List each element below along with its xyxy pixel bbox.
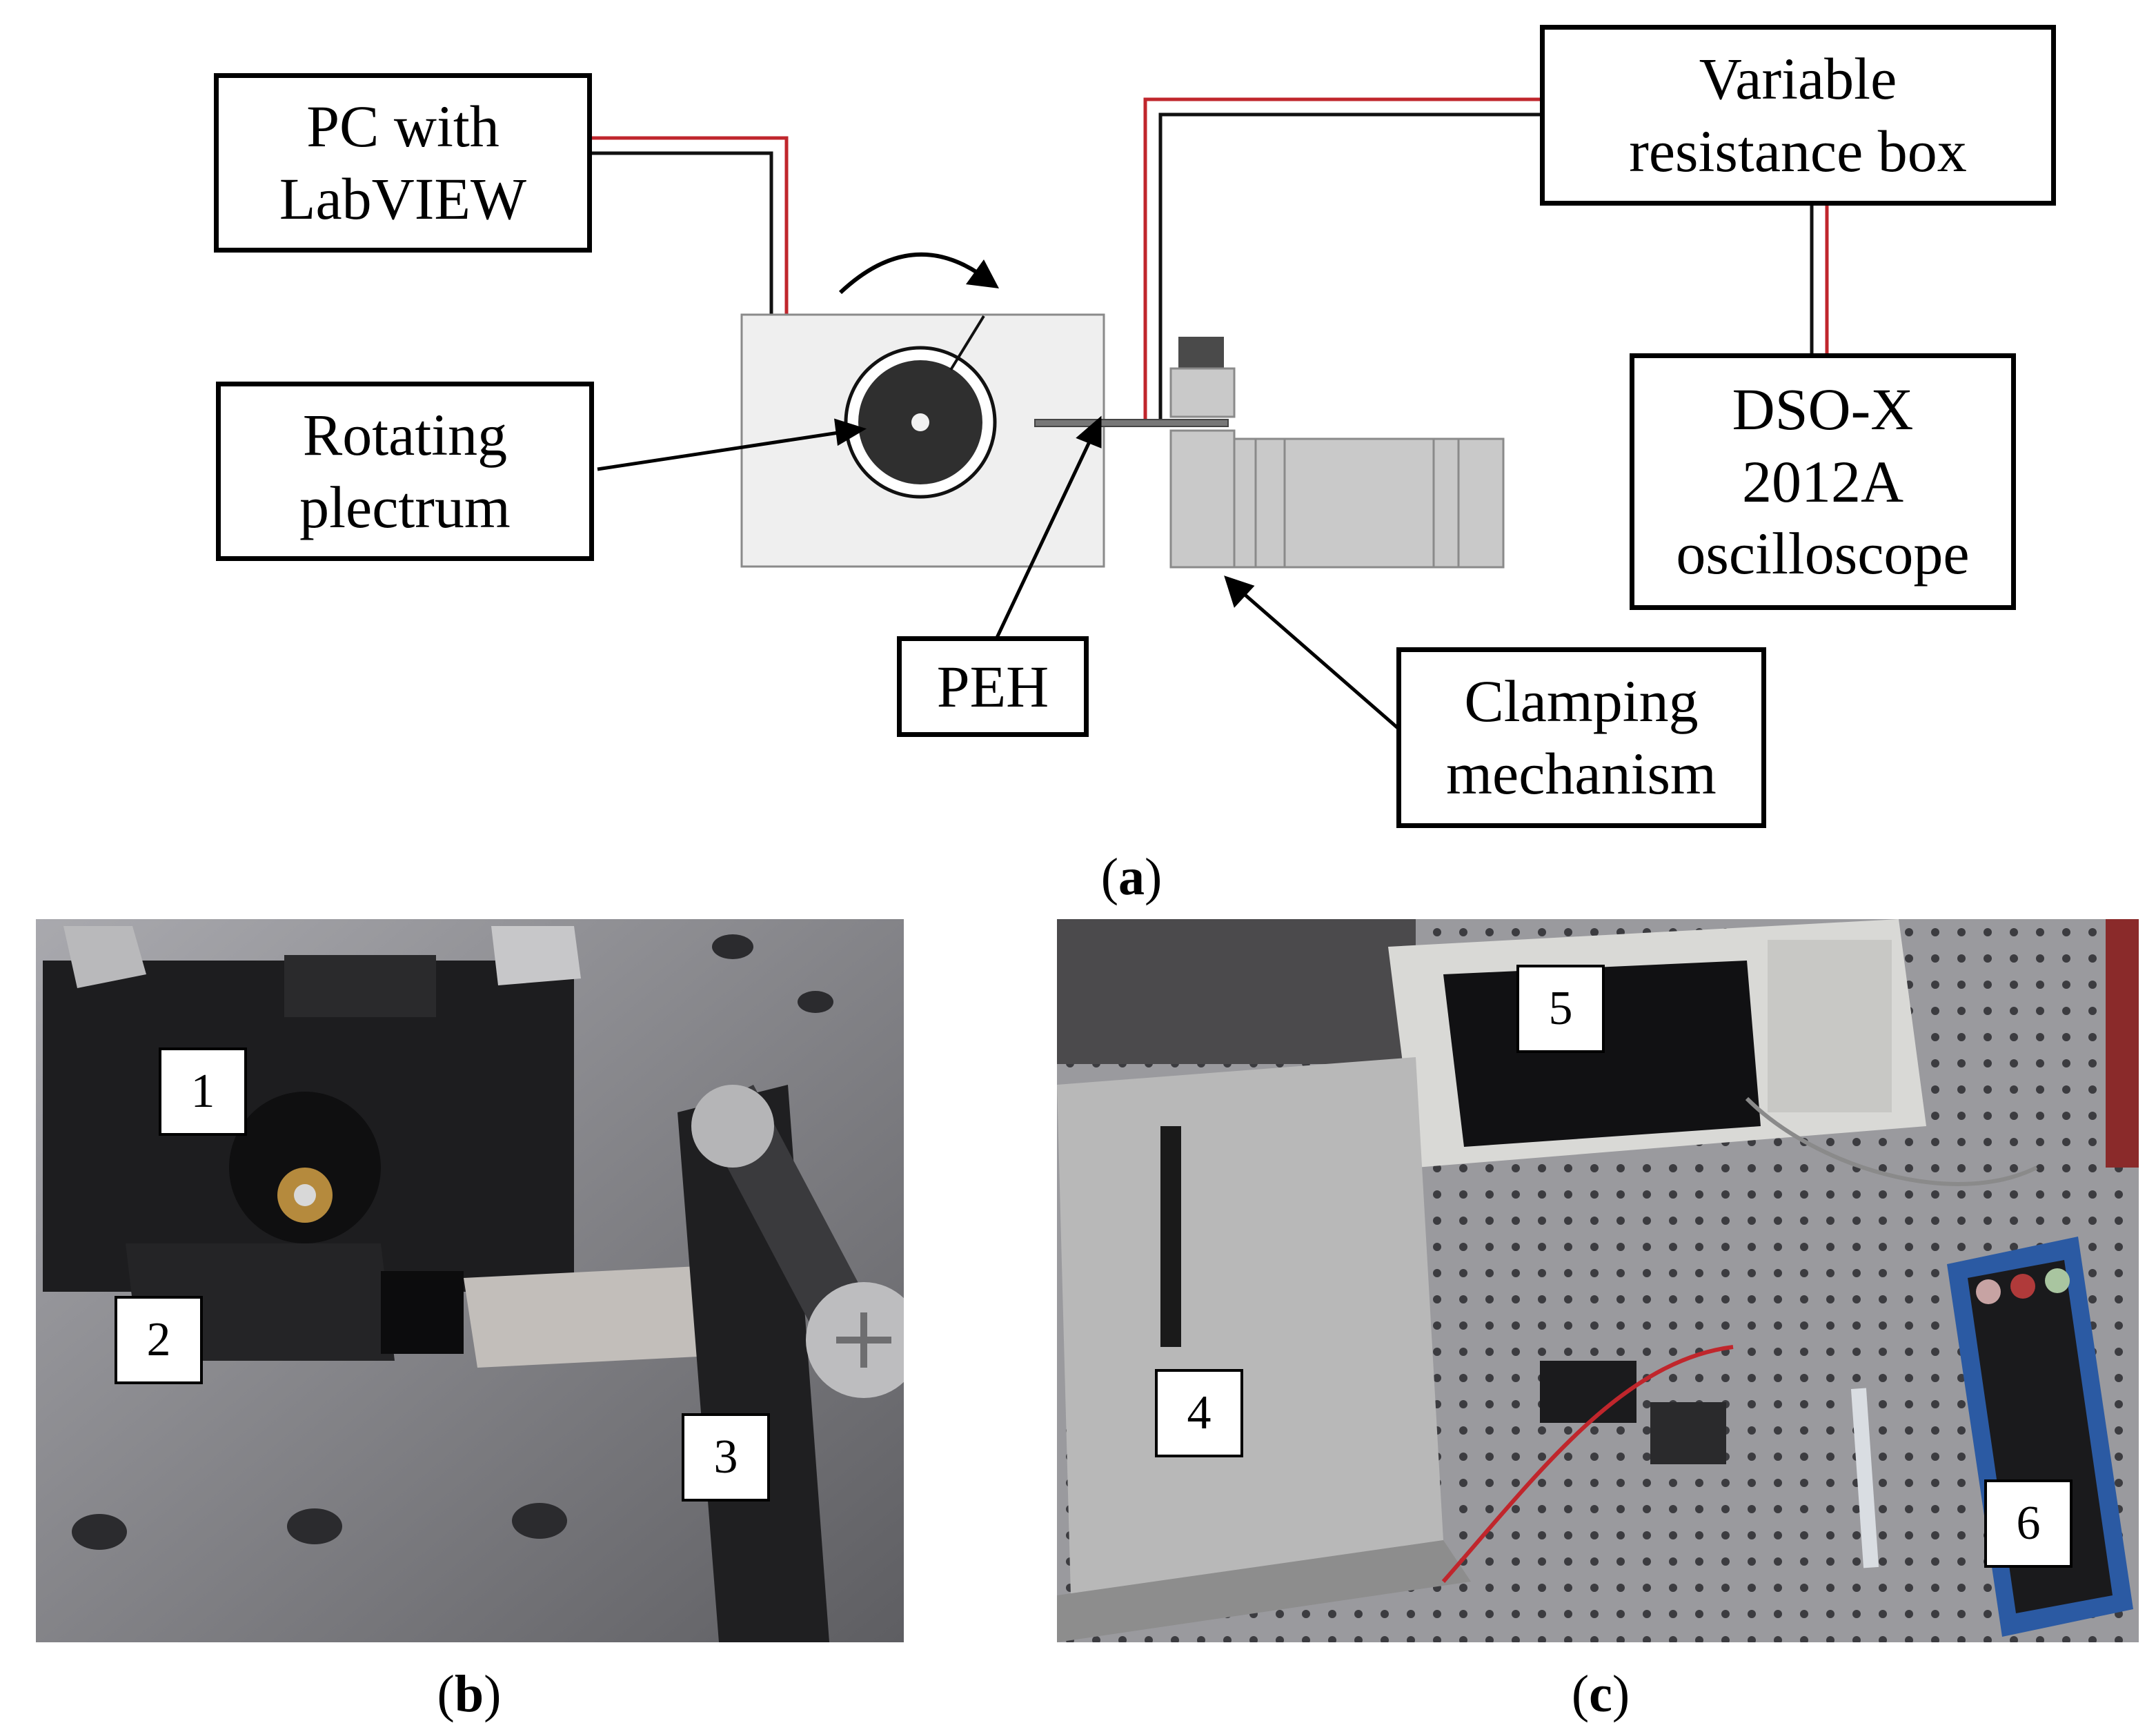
rotating-plectrum-disk: [844, 315, 997, 499]
pc-box-line-2: LabVIEW: [279, 166, 527, 232]
photo-b-illustration: [36, 919, 904, 1642]
photo-b-label-2: 2: [115, 1296, 203, 1384]
plectrum-box-line-2: plectrum: [299, 474, 511, 540]
photo-c-illustration: [1057, 919, 2139, 1642]
oscilloscope-box-line-1: DSO-X: [1732, 375, 1914, 442]
photo-plectrum-setup: 1 2 3: [36, 919, 904, 1642]
plectrum-box-line-1: Rotating: [302, 402, 508, 469]
photo-b-label-1: 1: [159, 1047, 247, 1136]
oscilloscope-box-line-2: 2012A: [1741, 448, 1904, 515]
peh-beam: [1034, 419, 1229, 427]
oscilloscope-box-line-3: oscilloscope: [1676, 520, 1970, 587]
peh-box-label: PEH: [936, 653, 1049, 720]
pc-labview-box: PC with LabVIEW: [214, 73, 592, 253]
pc-box-line-1: PC with: [306, 93, 500, 160]
pc-motor-wires: [592, 136, 789, 316]
setup-schematic: [592, 97, 1829, 734]
photo-c-label-4: 4: [1155, 1369, 1243, 1457]
photo-b-label-3: 3: [682, 1413, 770, 1502]
leader-arrows: [597, 415, 1405, 734]
rotation-arrow-icon: [838, 252, 999, 295]
photo-c-label-5: 5: [1516, 965, 1605, 1053]
peh-box: PEH: [897, 636, 1089, 737]
clamping-mechanism-box: Clamping mechanism: [1396, 647, 1766, 828]
photo-c-label-6: 6: [1984, 1479, 2073, 1568]
resistance-oscilloscope-wires: [1810, 204, 1829, 353]
photo-lab-bench: 4 5 6: [1057, 919, 2139, 1642]
resistance-peh-wires: [1143, 97, 1540, 422]
caption-a: (a): [1100, 848, 1163, 906]
resistance-box-line-2: resistance box: [1629, 118, 1967, 184]
caption-c: (c): [1571, 1665, 1630, 1723]
rotating-plectrum-box: Rotating plectrum: [216, 382, 594, 561]
oscilloscope-box: DSO-X 2012A oscilloscope: [1630, 353, 2016, 610]
clamping-box-line-1: Clamping: [1464, 668, 1699, 735]
clamping-box-line-2: mechanism: [1446, 740, 1717, 807]
resistance-box-line-1: Variable: [1699, 46, 1897, 112]
variable-resistance-box: Variable resistance box: [1540, 25, 2056, 206]
caption-b: (b): [437, 1665, 502, 1723]
clamping-mechanism-drawing: [1169, 337, 1505, 569]
